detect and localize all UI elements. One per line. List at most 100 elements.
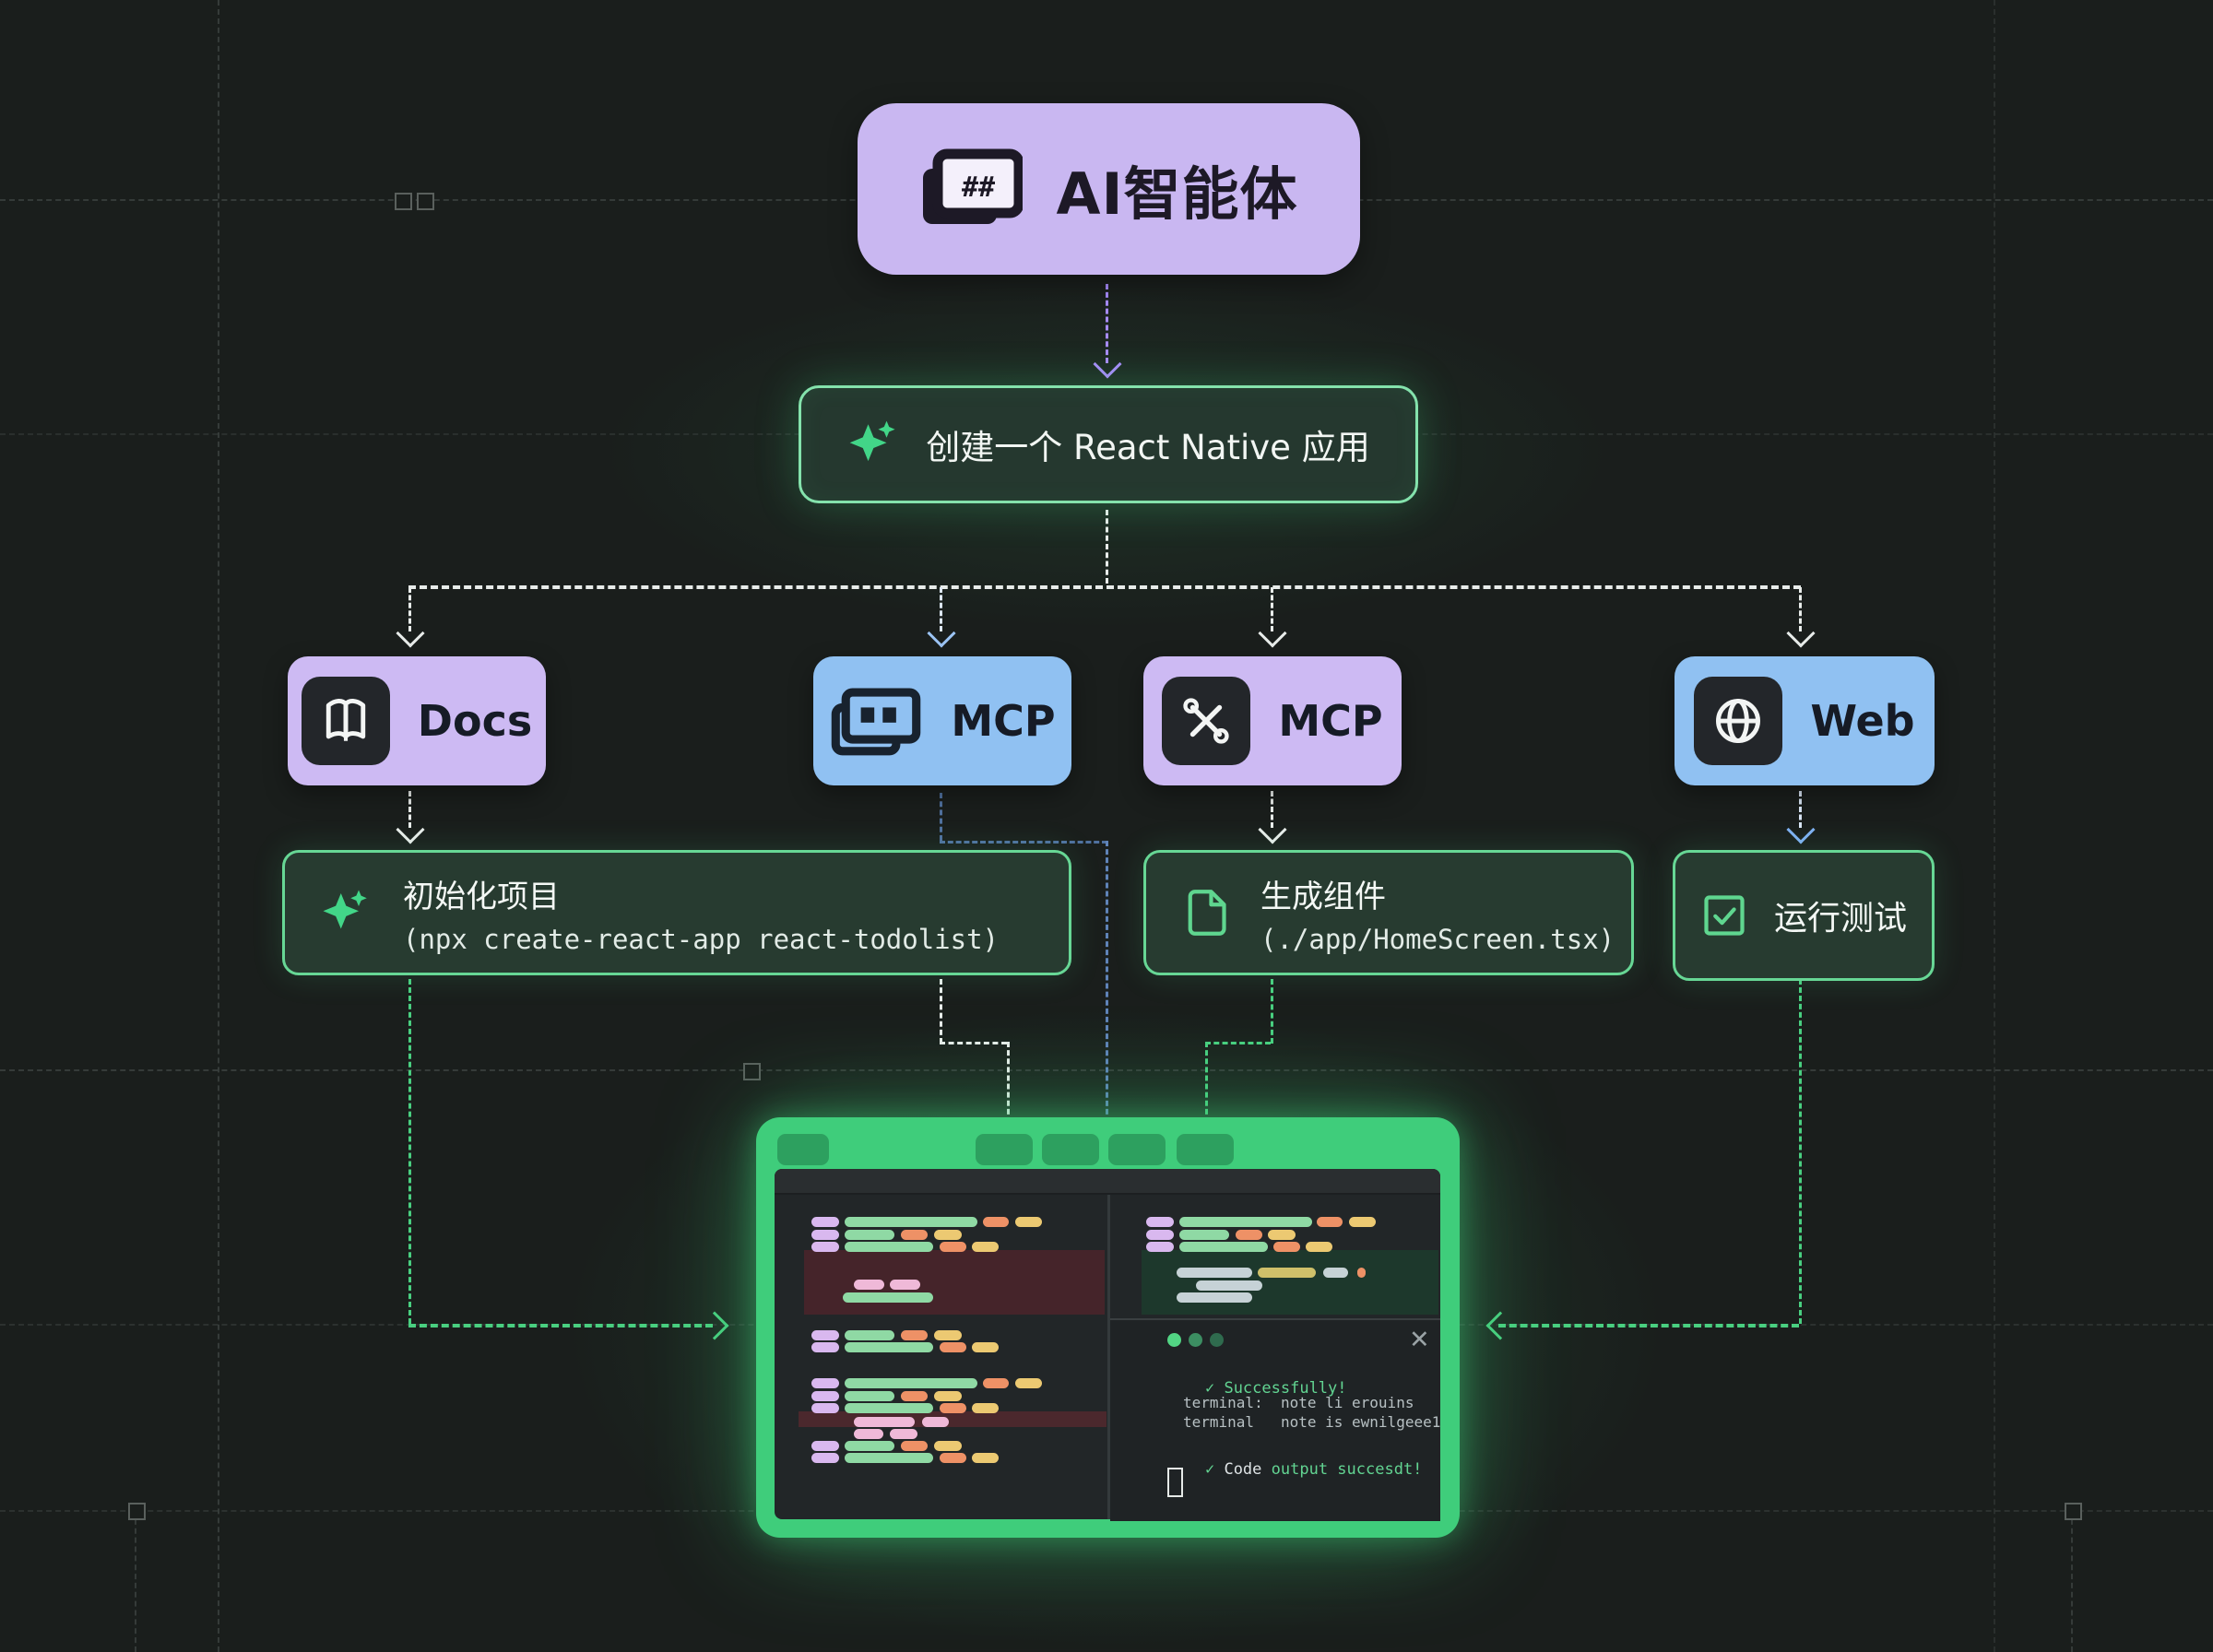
code-line-bar xyxy=(811,1230,839,1240)
code-line-bar xyxy=(811,1441,839,1451)
tools-icon xyxy=(1162,677,1251,765)
terminal-log-line: terminal: note li erouins xyxy=(1183,1394,1414,1411)
terminal-dot xyxy=(1189,1333,1202,1347)
tool-node-mcp-purple: MCP xyxy=(1143,656,1402,785)
code-line-bar xyxy=(843,1292,933,1303)
check-icon: ✓ xyxy=(1204,1460,1215,1479)
task-subtitle: (npx create-react-app react-todolist) xyxy=(403,923,1000,955)
tool-node-mcp-blue: MCP xyxy=(813,656,1071,785)
editor-tabstrip xyxy=(775,1169,1440,1195)
book-icon xyxy=(301,677,390,765)
terminal-result-prefix: Code xyxy=(1224,1460,1262,1479)
code-line-bar xyxy=(1179,1242,1268,1252)
code-diff-block xyxy=(799,1411,1106,1427)
terminal-panel xyxy=(1110,1318,1440,1521)
code-line-bar xyxy=(845,1242,933,1252)
code-line-bar xyxy=(854,1280,884,1290)
code-line-bar xyxy=(1177,1268,1252,1278)
code-line-bar xyxy=(854,1429,883,1439)
globe-icon xyxy=(1694,677,1783,765)
code-line-bar xyxy=(901,1441,928,1451)
code-line-bar xyxy=(1306,1242,1332,1252)
code-line-bar xyxy=(845,1391,894,1401)
code-line-bar xyxy=(1146,1230,1174,1240)
sparkle-icon xyxy=(323,890,367,929)
grid-marker xyxy=(395,193,412,210)
code-line-bar xyxy=(983,1217,1009,1227)
tool-label: MCP xyxy=(951,696,1056,746)
code-line-bar xyxy=(1349,1217,1376,1227)
titlebar-button[interactable] xyxy=(976,1134,1033,1165)
code-line-bar xyxy=(811,1378,839,1388)
code-line-bar xyxy=(1179,1217,1312,1227)
code-line-bar xyxy=(890,1280,920,1290)
code-line-bar xyxy=(1177,1292,1252,1303)
code-line-bar xyxy=(845,1230,894,1240)
code-line-bar xyxy=(890,1429,917,1439)
code-line-bar xyxy=(811,1391,839,1401)
tool-label: Web xyxy=(1810,696,1915,746)
code-line-bar xyxy=(901,1330,928,1340)
grid-marker xyxy=(128,1503,146,1520)
icon-glyph: ## xyxy=(962,171,995,204)
terminal-log-line: terminal note is ewnilgeee1 xyxy=(1183,1413,1441,1431)
code-line-bar xyxy=(901,1230,928,1240)
code-line-bar xyxy=(940,1453,966,1463)
code-line-bar xyxy=(1323,1268,1348,1278)
code-line-bar xyxy=(972,1453,999,1463)
code-line-bar xyxy=(972,1242,999,1252)
titlebar-button[interactable] xyxy=(777,1134,829,1165)
grid-marker xyxy=(417,193,434,210)
code-line-bar xyxy=(934,1441,962,1451)
code-line-bar xyxy=(811,1242,839,1252)
code-line-bar xyxy=(983,1378,1009,1388)
code-line-bar xyxy=(845,1378,977,1388)
code-line-bar xyxy=(1015,1217,1042,1227)
code-line-bar xyxy=(811,1403,839,1413)
task-title: 生成组件 xyxy=(1260,878,1386,915)
grid-line xyxy=(218,0,219,1652)
code-line-bar xyxy=(934,1230,962,1240)
tool-node-docs: Docs xyxy=(288,656,546,785)
file-icon xyxy=(1188,890,1226,936)
grid-line xyxy=(135,1510,136,1652)
prompt-node: 创建一个 React Native 应用 xyxy=(799,385,1418,503)
code-line-bar xyxy=(940,1342,966,1352)
code-line-bar xyxy=(1268,1230,1296,1240)
checkbox-icon xyxy=(1704,895,1745,936)
code-line-bar xyxy=(1236,1230,1262,1240)
code-line-bar xyxy=(940,1242,966,1252)
code-line-bar xyxy=(1146,1217,1174,1227)
code-line-bar xyxy=(1196,1280,1262,1291)
code-line-bar xyxy=(845,1453,933,1463)
terminal-window-icon: ## xyxy=(923,148,1024,224)
code-line-bar xyxy=(934,1330,962,1340)
code-line-bar xyxy=(845,1342,933,1352)
code-line-bar xyxy=(811,1330,839,1340)
code-diff-block xyxy=(804,1250,1105,1315)
titlebar-button[interactable] xyxy=(1042,1134,1099,1165)
tool-label: MCP xyxy=(1278,696,1383,746)
code-line-bar xyxy=(1146,1242,1174,1252)
code-diff-block xyxy=(1142,1250,1438,1315)
task-node-test: 运行测试 xyxy=(1673,850,1935,981)
code-line-bar xyxy=(811,1342,839,1352)
titlebar-button[interactable] xyxy=(1177,1134,1234,1165)
close-icon[interactable]: ✕ xyxy=(1409,1326,1430,1354)
code-line-bar xyxy=(972,1342,999,1352)
task-subtitle: (./app/HomeScreen.tsx) xyxy=(1260,923,1615,955)
code-line-bar xyxy=(972,1403,999,1413)
code-line-bar xyxy=(1357,1268,1366,1278)
tool-node-web: Web xyxy=(1675,656,1935,785)
code-line-bar xyxy=(901,1391,928,1401)
code-line-bar xyxy=(854,1417,915,1427)
terminal-cursor xyxy=(1167,1468,1183,1497)
code-line-bar xyxy=(1015,1378,1042,1388)
code-line-bar xyxy=(811,1217,839,1227)
terminal-dot xyxy=(1210,1333,1224,1347)
grid-line xyxy=(1994,0,1995,1652)
titlebar-button[interactable] xyxy=(1108,1134,1166,1165)
code-line-bar xyxy=(922,1417,949,1427)
pane-divider xyxy=(1107,1195,1110,1519)
check-icon: ✓ xyxy=(1204,1379,1215,1398)
